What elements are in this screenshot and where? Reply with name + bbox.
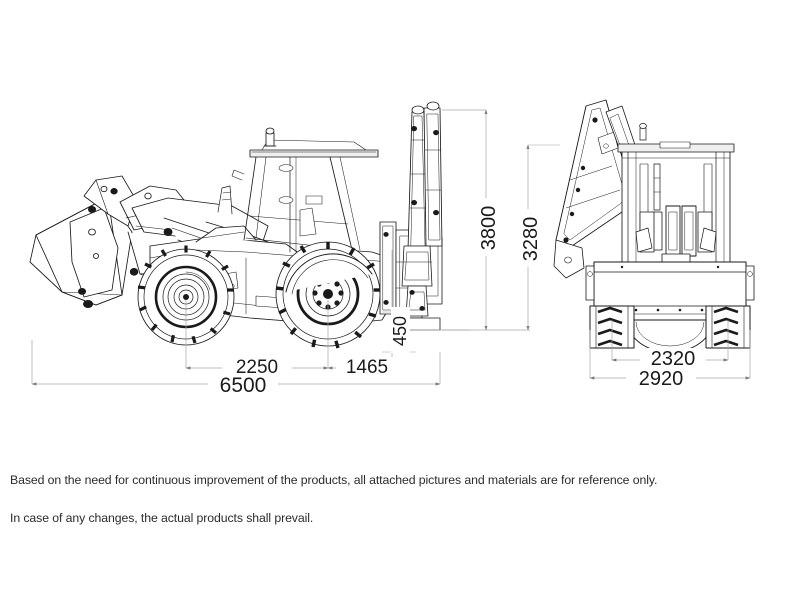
rear-fender (285, 253, 373, 295)
dimension-label-3280: 3280 (520, 217, 542, 262)
disclaimer-text: Based on the need for continuous improve… (10, 452, 710, 547)
label-bg-2320 (640, 348, 706, 370)
disclaimer-line-1: Based on the need for continuous improve… (10, 473, 658, 487)
label-bg-3800 (478, 198, 499, 256)
dimension-value-labels: 2250 1465 6500 450 3800 3280 2320 2920 (208, 198, 706, 397)
dimension-label-6500: 6500 (220, 374, 267, 397)
dimension-label-2920: 2920 (639, 368, 684, 390)
dimension-label-1465: 1465 (346, 357, 388, 378)
dimension-label-450: 450 (390, 316, 410, 346)
label-bg-6500 (208, 373, 278, 397)
rear-backhoe-boom (553, 99, 635, 279)
dimension-label-2250: 2250 (236, 357, 278, 378)
rear-hydraulic-cylinders (635, 163, 717, 267)
front-wheel (137, 245, 235, 346)
extension-lines-rear (589, 320, 751, 378)
dimension-label-3800: 3800 (478, 206, 500, 251)
label-bg-3280 (520, 209, 541, 267)
disclaimer-line-2: In case of any changes, the actual produ… (10, 511, 314, 525)
label-bg-450 (391, 307, 410, 353)
loader-bucket (29, 175, 137, 308)
backhoe-boom (401, 101, 443, 317)
side-view-backhoe-loader (29, 101, 443, 349)
rear-view-backhoe-loader (553, 99, 755, 353)
label-bg-2920 (626, 367, 696, 390)
label-bg-1465 (336, 357, 398, 379)
dimension-label-2320: 2320 (651, 348, 696, 370)
operator-cab (231, 127, 379, 253)
